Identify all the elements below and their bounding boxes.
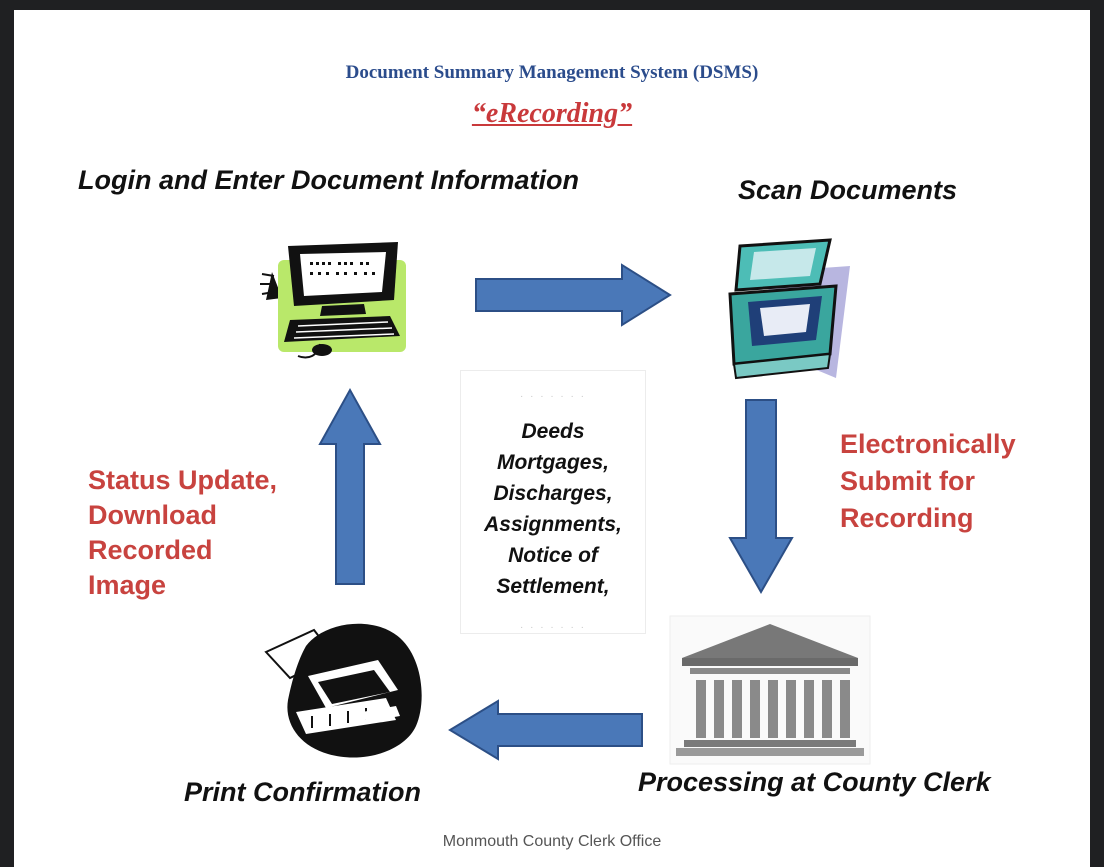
status-line: Status Update, [88, 465, 278, 495]
diagram-subtitle: “eRecording” [471, 98, 633, 129]
courthouse-icon [669, 615, 871, 765]
computer-icon [260, 242, 406, 359]
document-type-item: Assignments, [484, 513, 622, 536]
document-type-item: Deeds [521, 420, 585, 443]
step-scan-label: Scan Documents [738, 175, 958, 205]
arrow-right [475, 263, 672, 327]
step-processing-label: Processing at County Clerk [638, 767, 991, 797]
dots-divider: · · · · · · · [520, 622, 586, 633]
step-print-label: Print Confirmation [184, 777, 421, 807]
document-type-item: Notice of [508, 544, 598, 567]
step-login-label: Login and Enter Document Information [78, 165, 579, 195]
document-types-list: Deeds Mortgages, Discharges, Assignments… [461, 416, 645, 602]
document-type-item: Settlement, [496, 575, 610, 598]
status-line: Download [88, 500, 217, 530]
slide: Document Summary Management System (DSMS… [14, 10, 1090, 867]
submit-annotation: Electronically Submit for Recording [840, 426, 1016, 537]
diagram-title: Document Summary Management System (DSMS… [345, 62, 759, 83]
submit-line: Electronically [840, 429, 1016, 459]
arrow-down [728, 399, 794, 595]
footer-text: Monmouth County Clerk Office [442, 833, 662, 850]
arrow-up [318, 387, 382, 585]
submit-line: Recording [840, 503, 974, 533]
dots-divider: · · · · · · · [520, 391, 586, 402]
document-types-box: · · · · · · · Deeds Mortgages, Discharge… [460, 370, 646, 634]
document-type-item: Discharges, [493, 482, 613, 505]
submit-line: Submit for [840, 466, 975, 496]
document-type-item: Mortgages, [496, 451, 609, 474]
status-line: Image [88, 570, 167, 600]
status-line: Recorded [88, 535, 213, 565]
status-annotation: Status Update, Download Recorded Image [88, 463, 277, 603]
printer-icon [264, 623, 422, 758]
scanner-icon [728, 238, 850, 380]
arrow-left [448, 699, 643, 761]
